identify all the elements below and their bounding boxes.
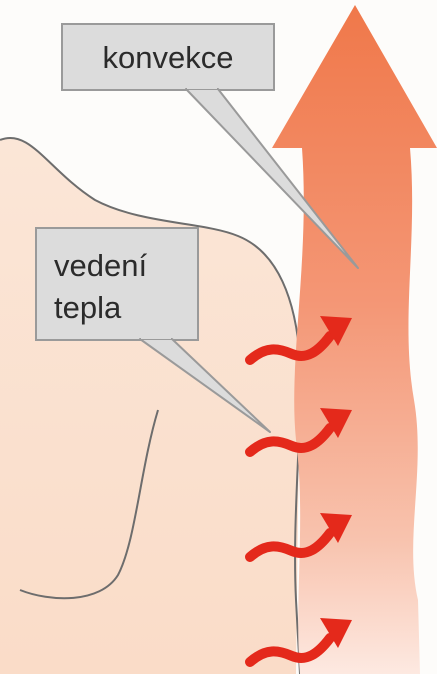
convection-label: konvekce xyxy=(103,40,234,75)
conduction-label-line2: tepla xyxy=(54,290,122,325)
conduction-label-line1: vedení xyxy=(54,248,147,283)
